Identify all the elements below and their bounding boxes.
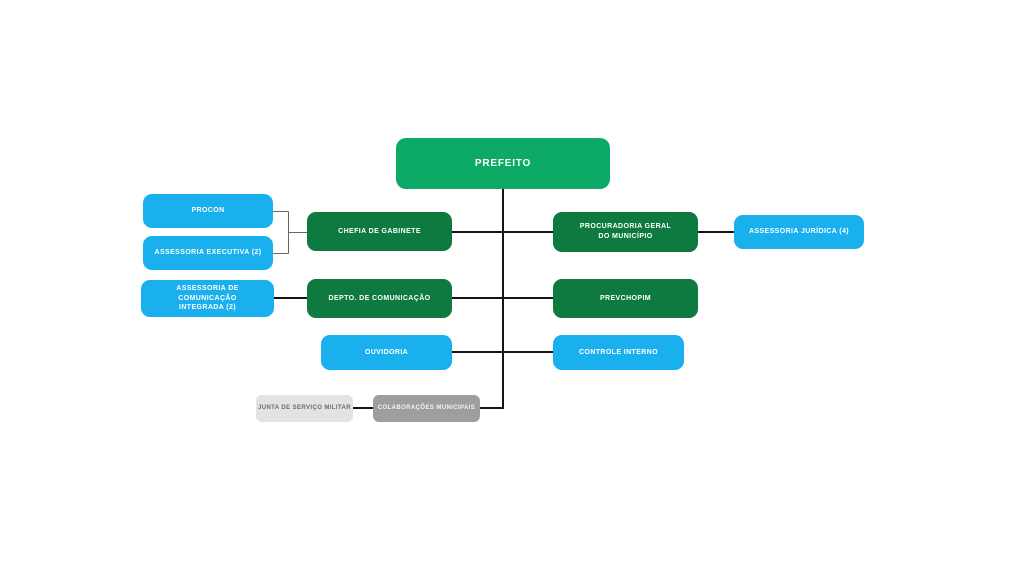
node-controle-interno: CONTROLE INTERNO [553, 335, 684, 370]
node-assessoria-juridica: ASSESSORIA JURÍDICA (4) [734, 215, 864, 249]
node-prevchopim: PREVCHOPIM [553, 279, 698, 318]
node-prefeito-label: PREFEITO [474, 157, 532, 169]
node-depto-comunicacao-label: DEPTO. DE COMUNICAÇÃO [328, 294, 431, 302]
node-ouvidoria: OUVIDORIA [321, 335, 452, 370]
node-controle-interno-label: CONTROLE INTERNO [578, 348, 659, 356]
node-procuradoria-geral-label: PROCURADORIA GERAL DO MUNICÍPIO [579, 223, 672, 240]
node-chefia-gabinete-label: CHEFIA DE GABINETE [338, 227, 421, 235]
node-junta-servico-militar: JUNTA DE SERVIÇO MILITAR [256, 395, 353, 422]
node-ouvidoria-label: OUVIDORIA [364, 348, 409, 356]
node-assessoria-comunicacao: ASSESSORIA DE COMUNICAÇÃO INTEGRADA (2) [141, 280, 274, 317]
node-colaboracoes-municipais-label: COLABORAÇÕES MUNICIPAIS [377, 405, 476, 412]
node-colaboracoes-municipais: COLABORAÇÕES MUNICIPAIS [373, 395, 480, 422]
node-procon-label: PROCON [191, 207, 225, 215]
node-prevchopim-label: PREVCHOPIM [599, 294, 652, 302]
node-chefia-gabinete: CHEFIA DE GABINETE [307, 212, 452, 251]
node-junta-servico-militar-label: JUNTA DE SERVIÇO MILITAR [257, 405, 352, 412]
node-procuradoria-geral: PROCURADORIA GERAL DO MUNICÍPIO [553, 212, 698, 252]
node-procon: PROCON [143, 194, 273, 228]
node-assessoria-comunicacao-label: ASSESSORIA DE COMUNICAÇÃO INTEGRADA (2) [176, 284, 239, 312]
node-depto-comunicacao: DEPTO. DE COMUNICAÇÃO [307, 279, 452, 318]
node-assessoria-juridica-label: ASSESSORIA JURÍDICA (4) [748, 228, 850, 236]
node-assessoria-executiva-label: ASSESSORIA EXECUTIVA (2) [154, 249, 262, 257]
node-prefeito: PREFEITO [396, 138, 610, 189]
node-assessoria-executiva: ASSESSORIA EXECUTIVA (2) [143, 236, 273, 270]
